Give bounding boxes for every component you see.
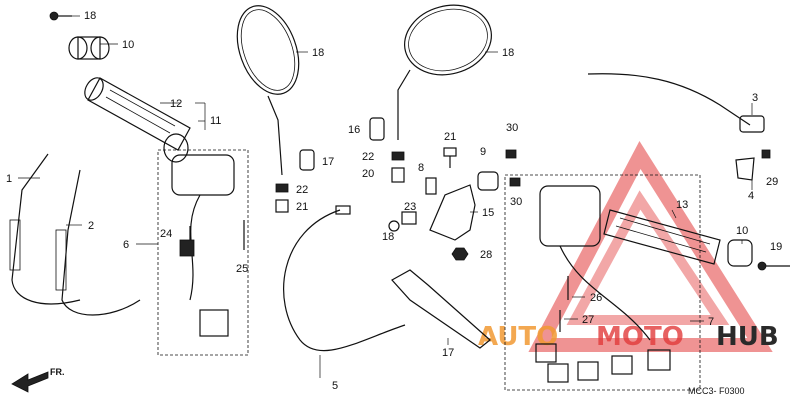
callout-27: 27 (582, 314, 594, 326)
part-13-right-grip (603, 209, 721, 265)
part-30-bolt-lower (509, 177, 521, 187)
callout-14: 15 (482, 207, 494, 219)
callout-12: 12 (170, 98, 182, 110)
part-30-bolt-upper (505, 149, 517, 159)
callout-4: 4 (748, 190, 754, 202)
callout-10-right: 10 (736, 225, 748, 237)
callout-5: 5 (332, 380, 338, 392)
part-28-nut (451, 247, 469, 261)
part-21-screw-left (49, 11, 72, 21)
callout-21-right: 19 (770, 241, 782, 253)
part-5-clutch-cable (283, 205, 406, 352)
part-22-19-fasteners-middle (391, 151, 437, 195)
part-10-grip-end-left (68, 36, 110, 60)
part-21-screw-right (757, 261, 790, 271)
part-6-left-switch-box (157, 149, 249, 356)
callout-11: 11 (210, 115, 221, 127)
part-7-right-switch-box (504, 174, 701, 391)
callout-2: 2 (88, 220, 94, 232)
callout-1: 1 (6, 173, 12, 185)
callout-17-left: 16 (348, 124, 360, 136)
part-6-left-switch-assembly (171, 154, 235, 337)
callout-3: 3 (752, 92, 758, 104)
part-22-19-mirror-fasteners-left (275, 183, 289, 213)
part-29-screw (761, 149, 771, 159)
part-18-mirror-right (397, 4, 493, 140)
part-3-choke-cable (587, 73, 765, 133)
callout-13: 13 (676, 199, 688, 211)
watermark-part3: HUB (716, 322, 779, 352)
callout-6: 6 (123, 239, 129, 251)
part-20-bolt (443, 147, 457, 168)
part-1-throttle-cable-a (9, 153, 81, 305)
part-9-clamp (477, 171, 499, 191)
part-2-throttle-cable-b (55, 169, 141, 316)
callout-28: 28 (480, 249, 492, 261)
leader-lines (18, 15, 753, 378)
part-16-screw (388, 220, 400, 232)
part-17-cap-left (369, 117, 385, 141)
watermark-part1: AUTO (478, 322, 558, 352)
callout-21-left: 18 (84, 10, 96, 22)
watermark-part2: MOTO (596, 322, 684, 352)
part-4-bracket (735, 157, 755, 181)
front-direction-arrow: FR. (11, 367, 65, 393)
callout-30-lower: 30 (510, 196, 522, 208)
part-18-mirror-left (236, 5, 300, 176)
callout-7: 7 (708, 316, 714, 328)
part-10-grip-end-right (727, 239, 753, 267)
part-15-clutch-lever (391, 269, 491, 349)
callout-29: 29 (766, 176, 778, 188)
part-11-left-grip (84, 77, 191, 163)
watermark: AUTO MOTO HUB (478, 141, 779, 352)
callout-30-upper: 30 (506, 122, 518, 134)
callout-9: 9 (480, 146, 486, 158)
callout-10-left: 10 (122, 39, 134, 51)
part-7-right-switch-assembly (535, 185, 671, 383)
figure-code: MCC3- F0300 (688, 386, 745, 396)
callout-26: 26 (590, 292, 602, 304)
part-23-pivot (401, 211, 417, 225)
callout-25: 25 (236, 263, 248, 275)
callout-20: 21 (444, 131, 456, 143)
callout-24: 24 (160, 228, 172, 240)
callout-22-left: 22 (296, 184, 308, 196)
front-direction-label: FR. (50, 367, 65, 377)
callout-18-left: 18 (312, 47, 324, 59)
callout-15: 17 (442, 347, 454, 359)
callout-23: 23 (404, 201, 416, 213)
callout-19-middle: 20 (362, 168, 374, 180)
part-17-cap-right (299, 149, 315, 171)
callout-22-middle: 22 (362, 151, 374, 163)
callout-19-left: 21 (296, 201, 308, 213)
callout-18-right: 18 (502, 47, 514, 59)
callout-17-right: 17 (322, 156, 334, 168)
part-14-lever-bracket (429, 184, 476, 241)
callout-8: 8 (418, 162, 424, 174)
callout-16: 18 (382, 231, 394, 243)
